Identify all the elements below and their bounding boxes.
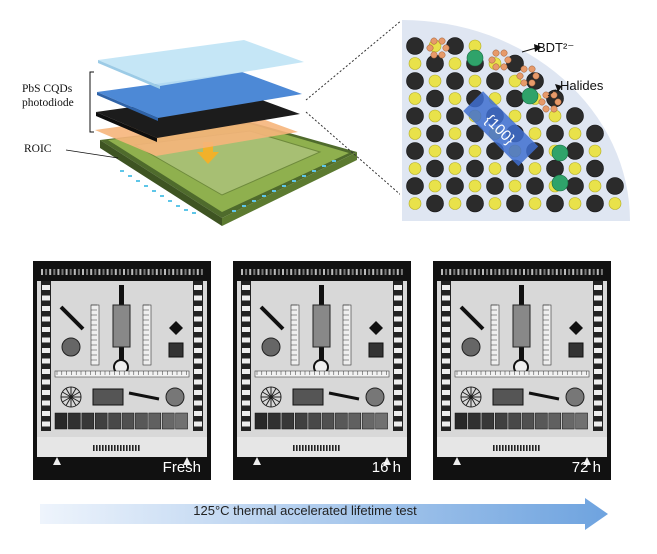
photodiode-label: PbS CQDs photodiode [22, 83, 74, 109]
bdt-molecule [538, 91, 562, 113]
resolution-target-panel-72h: 72 h [433, 261, 611, 480]
resolution-target-chart [437, 269, 607, 465]
bdt-molecule [516, 65, 540, 87]
bdt-label: BDT²⁻ [537, 40, 575, 55]
lifetime-test-arrow [40, 498, 608, 530]
resolution-target-chart [237, 269, 407, 465]
bdt-molecule [488, 49, 512, 71]
device-stack-illustration [65, 21, 400, 226]
panel-caption: 72 h [571, 459, 601, 476]
lifetime-test-label: 125°C thermal accelerated lifetime test [193, 503, 417, 518]
lattice-atoms [406, 37, 624, 213]
resolution-target-panel-16h: 16 h [233, 261, 411, 480]
bdt-molecule [426, 37, 450, 59]
halides-label: Halides [560, 78, 604, 93]
resolution-target-panel-fresh: Fresh [33, 261, 211, 480]
panel-caption: 16 h [371, 459, 401, 476]
resolution-target-chart [37, 269, 207, 465]
roic-label: ROIC [24, 143, 52, 155]
crystal-lattice-illustration: {100} [402, 20, 630, 221]
panel-caption: Fresh [162, 459, 201, 476]
